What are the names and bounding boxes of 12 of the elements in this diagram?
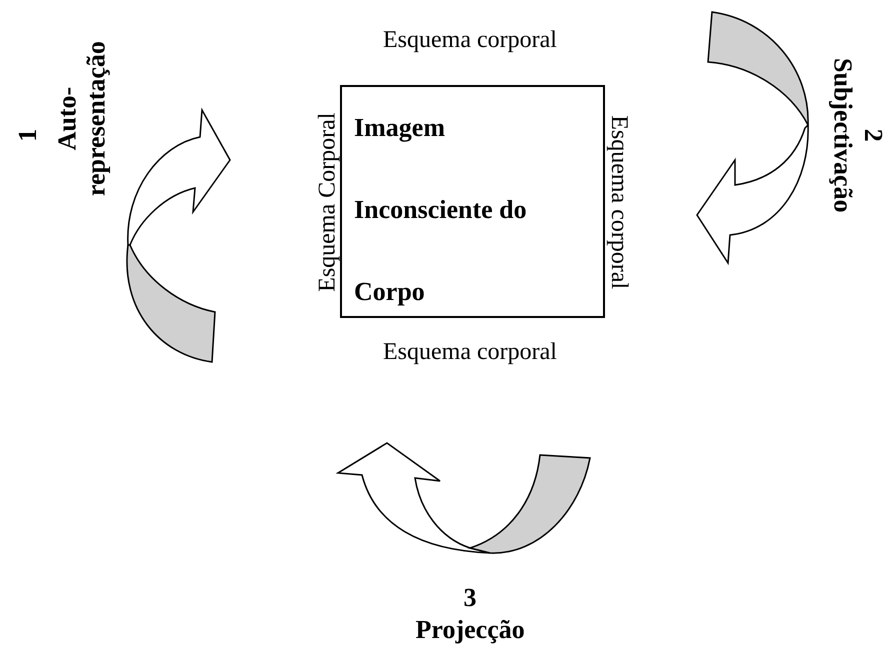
step-label: Projecção: [416, 616, 525, 644]
step-number: 3: [464, 584, 476, 612]
step-number: 2: [858, 128, 886, 142]
side-label: Esquema corporal: [606, 115, 632, 290]
side-label: Esquema corporal: [383, 27, 557, 54]
step-label: Auto-representação: [53, 40, 111, 198]
step-label: Subjectivação: [827, 58, 856, 212]
concept-box: [340, 85, 605, 318]
side-label: Esquema corporal: [383, 339, 557, 366]
side-label: Esquema Corporal: [314, 112, 340, 292]
step-number: 1: [14, 128, 42, 142]
box-title: Imagem Inconsciente do Corpo: [354, 112, 528, 308]
